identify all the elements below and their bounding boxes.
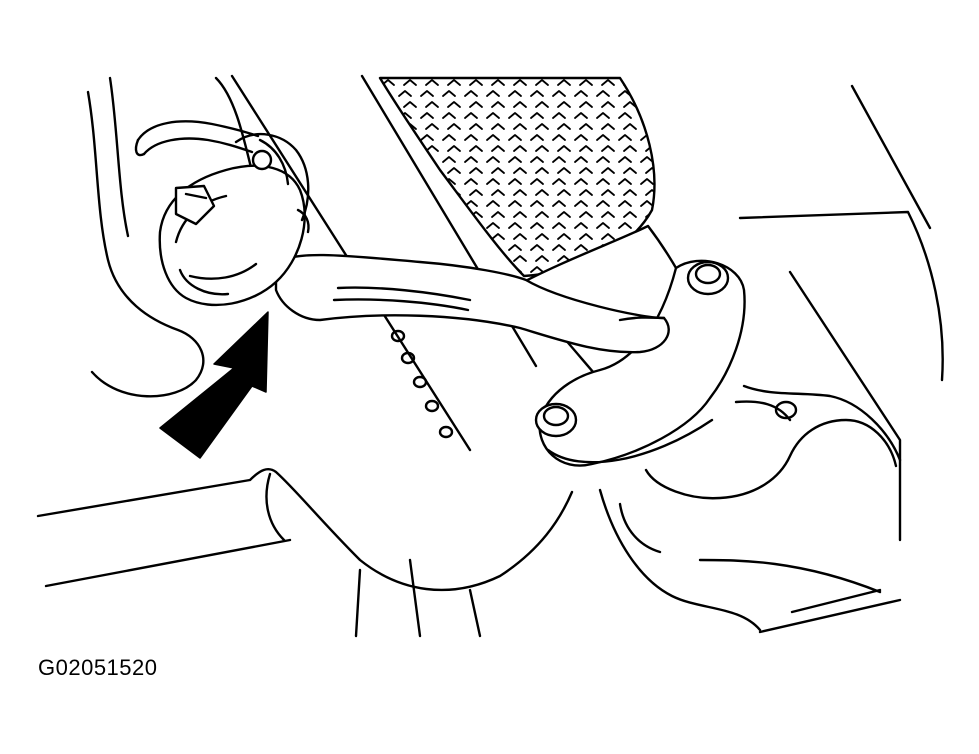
arrow-icon [160,312,268,458]
flange-bolt-lower [536,404,576,436]
wire-harness [136,121,258,155]
oxygen-sensor [160,134,309,305]
flex-pipe [380,78,654,276]
sensor-bracket [276,255,669,352]
figure-id-label: G02051520 [38,655,158,680]
mounting-flange [540,261,745,466]
right-structure [600,86,943,632]
flange-bolt-upper [688,262,728,294]
cross-member [38,469,572,636]
